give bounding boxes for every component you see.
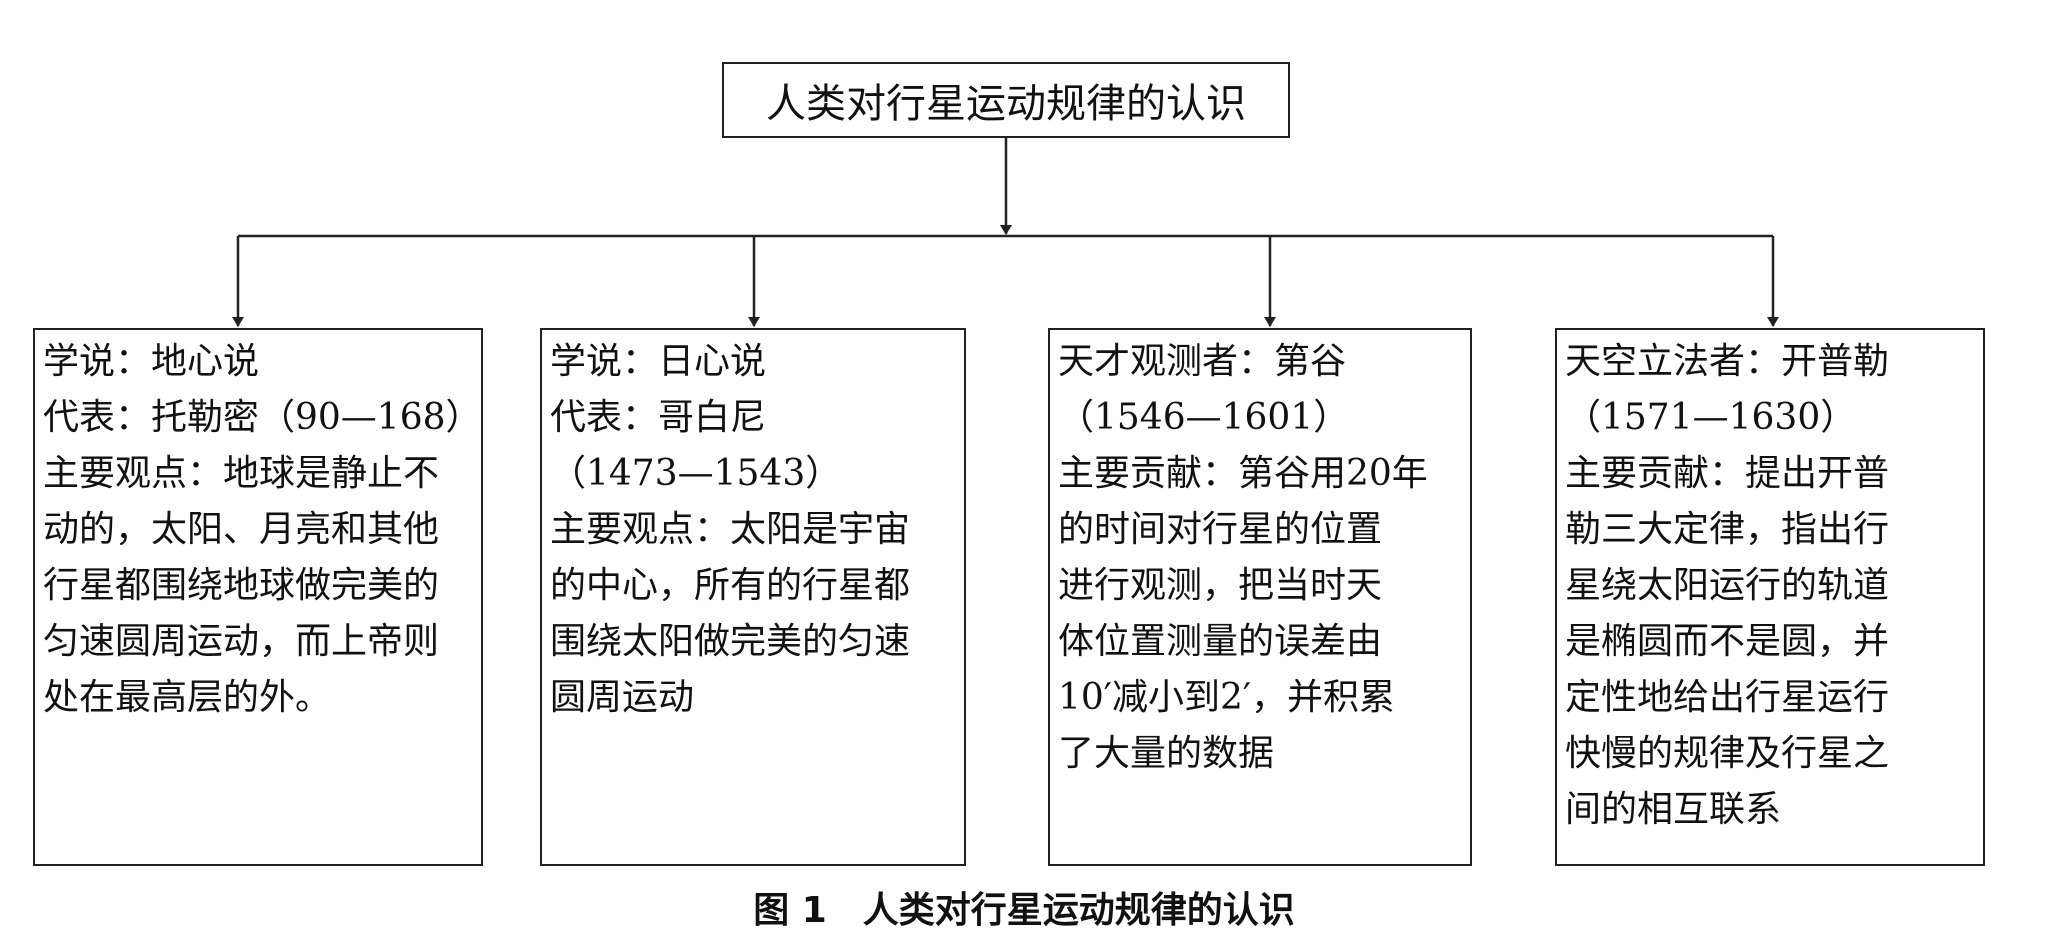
card-line: 围绕太阳做完美的匀速 (550, 621, 911, 662)
card-line: 天才观测者：第谷 (1058, 341, 1347, 382)
card-line: 体位置测量的误差由 (1058, 621, 1383, 662)
figure-caption: 图 1 人类对行星运动规律的认识 (0, 888, 2048, 934)
card-kepler: 天空立法者：开普勒 （1571—1630） 主要贡献：提出开普 勒三大定律，指出… (1555, 328, 1985, 866)
card-line: 快慢的规律及行星之 (1565, 733, 1890, 774)
card-line: （1571—1630） (1565, 397, 1857, 438)
card-line: 天空立法者：开普勒 (1565, 341, 1890, 382)
card-line: 处在最高层的外。 (43, 677, 332, 718)
card-heliocentric: 学说：日心说 代表：哥白尼 （1473—1543） 主要观点：太阳是宇宙 的中心… (540, 328, 966, 866)
card-line: （1546—1601） (1058, 397, 1350, 438)
card-line: 行星都围绕地球做完美的 (43, 565, 440, 606)
card-line: 主要贡献：提出开普 (1565, 453, 1890, 494)
card-line: 的时间对行星的位置 (1058, 509, 1383, 550)
card-tycho: 天才观测者：第谷 （1546—1601） 主要贡献：第谷用20年 的时间对行星的… (1048, 328, 1472, 866)
card-line: 了大量的数据 (1058, 733, 1275, 774)
card-line: 主要观点：地球是静止不 (43, 453, 440, 494)
card-line: 代表：哥白尼 (550, 397, 767, 438)
card-line: 学说：地心说 (43, 341, 260, 382)
figure-number: 图 1 (753, 890, 827, 931)
card-line: 定性地给出行星运行 (1565, 677, 1890, 718)
card-line: 匀速圆周运动，而上帝则 (43, 621, 440, 662)
card-line: 间的相互联系 (1565, 789, 1782, 830)
figure-title: 人类对行星运动规律的认识 (862, 890, 1295, 931)
card-line: 圆周运动 (550, 677, 695, 718)
card-line: 10′减小到2′，并积累 (1058, 677, 1396, 718)
card-line: 的中心，所有的行星都 (550, 565, 911, 606)
card-line: 主要贡献：第谷用20年 (1058, 453, 1428, 494)
card-line: 动的，太阳、月亮和其他 (43, 509, 440, 550)
card-line: 学说：日心说 (550, 341, 767, 382)
card-line: 勒三大定律，指出行 (1565, 509, 1890, 550)
root-node: 人类对行星运动规律的认识 (722, 62, 1290, 138)
card-line: 代表：托勒密（90—168） (43, 397, 482, 438)
root-node-label: 人类对行星运动规律的认识 (766, 81, 1246, 127)
card-line: 是椭圆而不是圆，并 (1565, 621, 1890, 662)
card-line: （1473—1543） (550, 453, 842, 494)
card-line: 进行观测，把当时天 (1058, 565, 1383, 606)
card-geocentric: 学说：地心说 代表：托勒密（90—168） 主要观点：地球是静止不 动的，太阳、… (33, 328, 483, 866)
card-line: 星绕太阳运行的轨道 (1565, 565, 1890, 606)
card-line: 主要观点：太阳是宇宙 (550, 509, 911, 550)
